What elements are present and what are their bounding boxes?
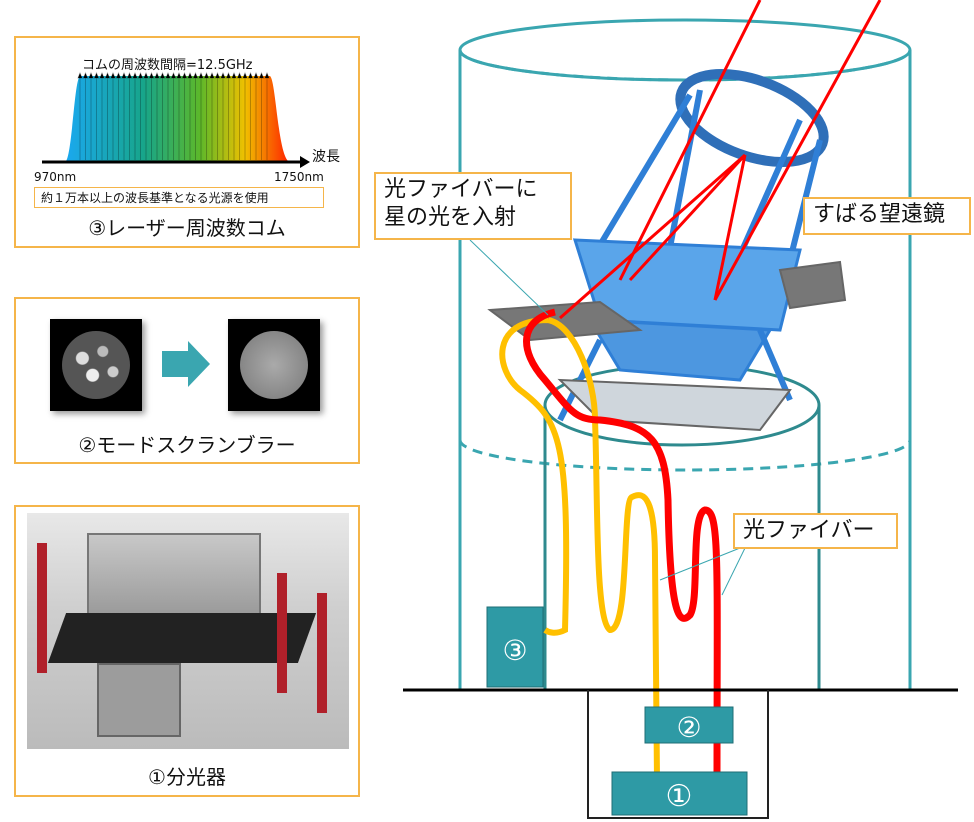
- subaru-telescope: [557, 69, 829, 432]
- box-1: [611, 771, 748, 816]
- fiber-label: 光ファイバー: [733, 513, 898, 549]
- laser-frequency-comb-panel: コムの周波数間隔=12.5GHz 波長 970nm 1750nm 約１万本以上の…: [14, 36, 360, 248]
- box-2: [644, 706, 734, 744]
- leader-line: [469, 239, 549, 316]
- wavelength-min: 970nm: [34, 170, 77, 184]
- telescope-label: すばる望遠鏡: [803, 197, 971, 235]
- comb-tooth-marker: [126, 71, 133, 79]
- basement-pit: [587, 690, 769, 819]
- comb-tooth-marker: [159, 71, 166, 79]
- fiber-red: [523, 308, 721, 781]
- starlight-rays: [559, 0, 882, 320]
- wavelength-max: 1750nm: [274, 170, 324, 184]
- fiber-yellow: [499, 317, 660, 781]
- box-3: [486, 606, 544, 688]
- comb-tooth-marker: [104, 71, 111, 79]
- comb-spectrum: [65, 76, 290, 162]
- arrow-icon-head: [188, 341, 210, 387]
- comb-tooth-marker: [264, 71, 270, 79]
- comb-note: 約１万本以上の波長基準となる光源を使用: [34, 187, 324, 208]
- comb-tooth-marker: [143, 71, 149, 79]
- comb-tooth-marker: [258, 71, 265, 79]
- comb-tooth-marker: [176, 71, 182, 79]
- comb-tooth-marker: [132, 71, 138, 79]
- comb-lines: [77, 71, 270, 160]
- comb-tooth-marker: [236, 71, 243, 79]
- comb-tooth-marker: [99, 71, 105, 79]
- comb-tooth-marker: [93, 71, 100, 79]
- comb-tooth-marker: [192, 71, 199, 79]
- comb-tooth-marker: [187, 71, 193, 79]
- comb-tooth-marker: [77, 71, 83, 79]
- comb-tooth-marker: [165, 71, 171, 79]
- arrow-icon: [162, 351, 188, 377]
- comb-tooth-marker: [137, 71, 144, 79]
- speckle-image-after: [228, 319, 320, 411]
- box-3-label: ③: [502, 634, 527, 667]
- spectrograph-panel: ①分光器: [14, 505, 360, 797]
- leader-line: [721, 547, 746, 596]
- comb-tooth-marker: [247, 71, 254, 79]
- fiber-input-label-line1: 光ファイバーに: [384, 177, 538, 202]
- comb-tooth-marker: [209, 71, 215, 79]
- spectrograph-title: ①分光器: [148, 765, 226, 789]
- comb-tooth-marker: [170, 71, 177, 79]
- comb-tooth-marker: [110, 71, 116, 79]
- comb-tooth-marker: [253, 71, 259, 79]
- box-2-label: ②: [676, 711, 701, 744]
- axis-label: 波長: [312, 149, 340, 165]
- box-1-label: ①: [666, 779, 693, 814]
- fiber-input-label: 光ファイバーに 星の光を入射: [374, 172, 572, 240]
- comb-tooth-marker: [121, 71, 127, 79]
- comb-tooth-marker: [198, 71, 204, 79]
- comb-spacing-label: コムの周波数間隔=12.5GHz: [82, 58, 253, 73]
- comb-tooth-marker: [242, 71, 248, 79]
- comb-tooth-marker: [220, 71, 226, 79]
- comb-tooth-marker: [214, 71, 221, 79]
- speckle-image-before: [50, 319, 142, 411]
- wavelength-axis-arrowhead: [300, 156, 310, 168]
- mode-scrambler-panel: ②モードスクランブラー: [14, 297, 360, 464]
- comb-title: ③レーザー周波数コム: [88, 216, 286, 240]
- fiber-input-label-line2: 星の光を入射: [384, 205, 517, 230]
- scrambler-title: ②モードスクランブラー: [78, 433, 296, 457]
- comb-tooth-marker: [154, 71, 160, 79]
- comb-tooth-marker: [231, 71, 237, 79]
- comb-tooth-marker: [225, 71, 232, 79]
- comb-tooth-marker: [88, 71, 94, 79]
- comb-tooth-marker: [82, 71, 89, 79]
- comb-tooth-marker: [203, 71, 210, 79]
- spectrograph-photo: [27, 513, 349, 749]
- comb-tooth-marker: [148, 71, 155, 79]
- comb-tooth-marker: [115, 71, 122, 79]
- comb-tooth-marker: [181, 71, 188, 79]
- leader-line: [659, 547, 741, 581]
